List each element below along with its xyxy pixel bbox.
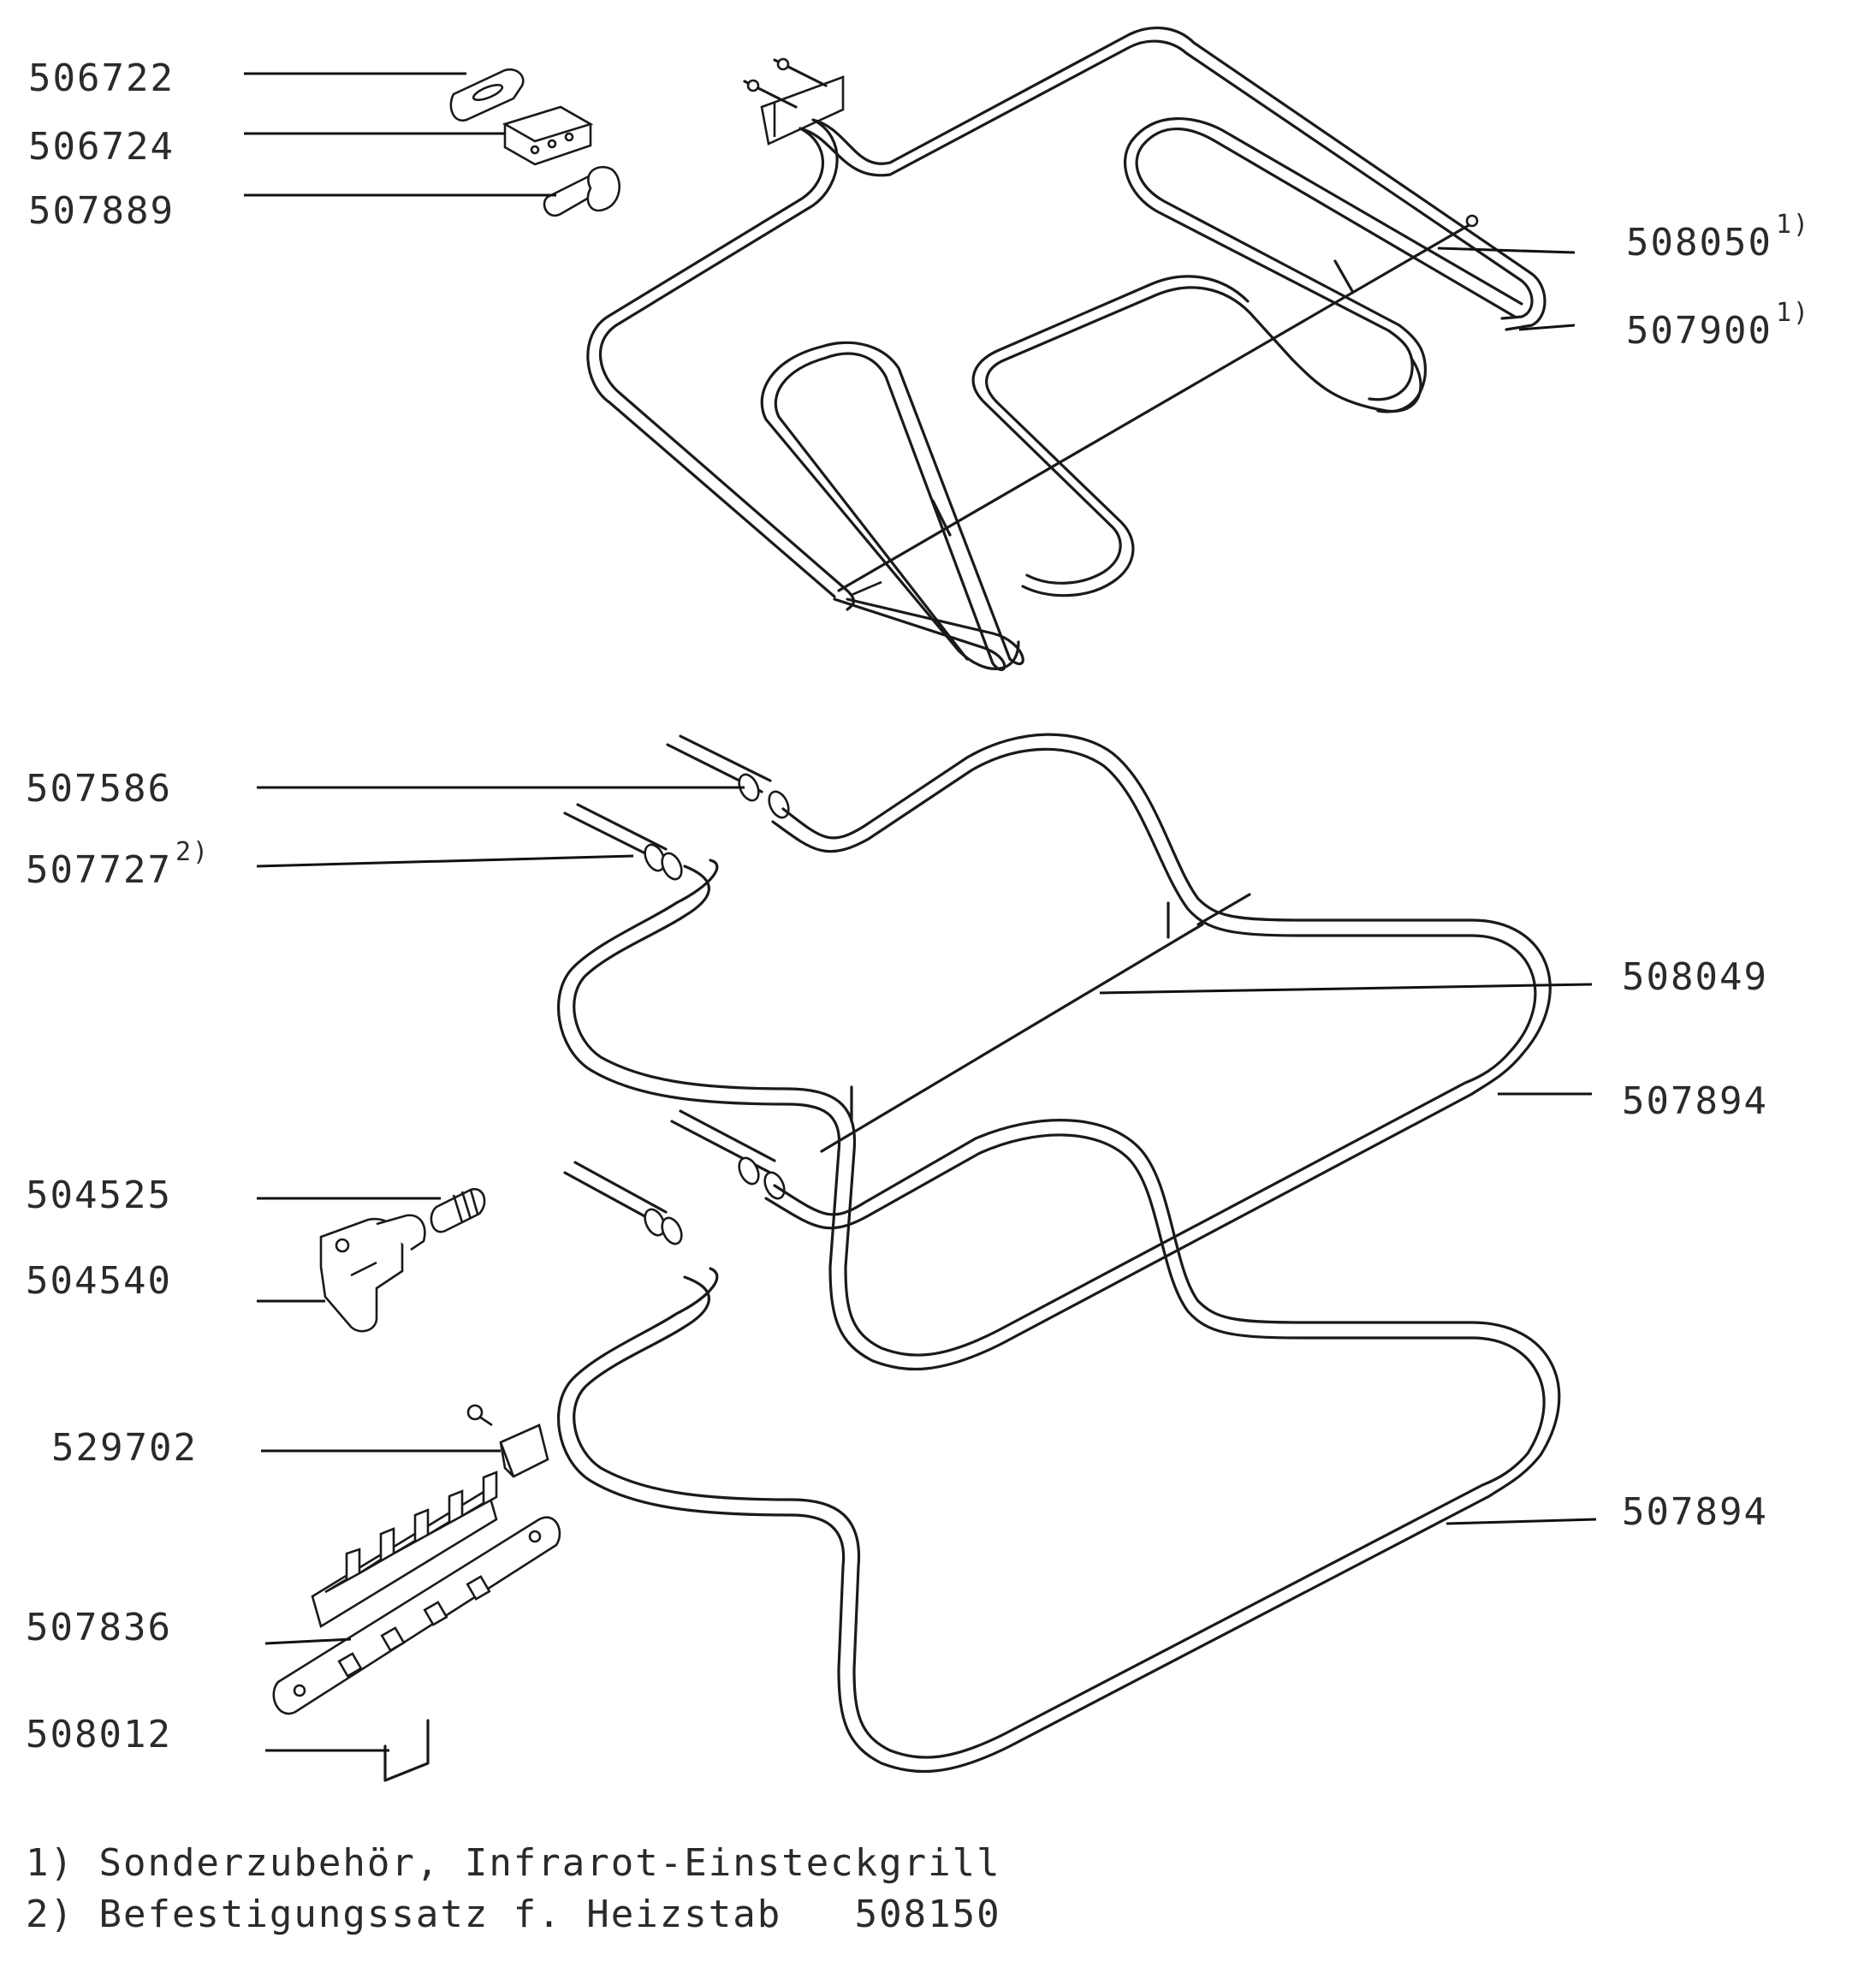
part-506724-block (502, 105, 594, 166)
footnote-marker-1: 1) (1775, 298, 1811, 328)
lower-heating-element (556, 1109, 1561, 1774)
footnote-1: 1) Sonderzubehör, Infrarot-Einsteckgrill (26, 1841, 1001, 1885)
label-506722: 506722 (28, 56, 175, 100)
leader-lines (244, 72, 1597, 1752)
footnote-marker-1: 1) (1775, 210, 1811, 240)
label-529702: 529702 (51, 1426, 198, 1470)
label-504540: 504540 (26, 1259, 172, 1303)
part-507889-clip (543, 165, 620, 217)
label-508012: 508012 (26, 1713, 172, 1756)
upper-heating-element (556, 733, 1552, 1371)
label-507894-lower: 507894 (1622, 1490, 1768, 1534)
label-504525: 504525 (26, 1174, 172, 1217)
label-507586: 507586 (26, 767, 172, 811)
label-507894-upper: 507894 (1622, 1079, 1768, 1123)
label-507889: 507889 (28, 189, 175, 233)
part-504525-sleeve (430, 1187, 486, 1233)
label-506724: 506724 (28, 125, 175, 169)
part-508012-clip (383, 1719, 430, 1782)
label-507900-number: 507900 (1626, 309, 1772, 353)
label-508050-number: 508050 (1626, 221, 1772, 264)
part-506722-plate (449, 68, 525, 122)
label-507836: 507836 (26, 1606, 172, 1649)
part-504540-clamp (319, 1214, 426, 1333)
label-507727-number: 507727 (26, 848, 172, 892)
label-508049: 508049 (1622, 955, 1768, 999)
footnote-2: 2) Befestigungssatz f. Heizstab 508150 (26, 1893, 1001, 1936)
part-529702-bracket (466, 1404, 549, 1478)
part-507836-terminal-block (272, 1471, 561, 1715)
footnote-marker-2: 2) (175, 837, 211, 867)
grill-heating-element (586, 26, 1547, 671)
